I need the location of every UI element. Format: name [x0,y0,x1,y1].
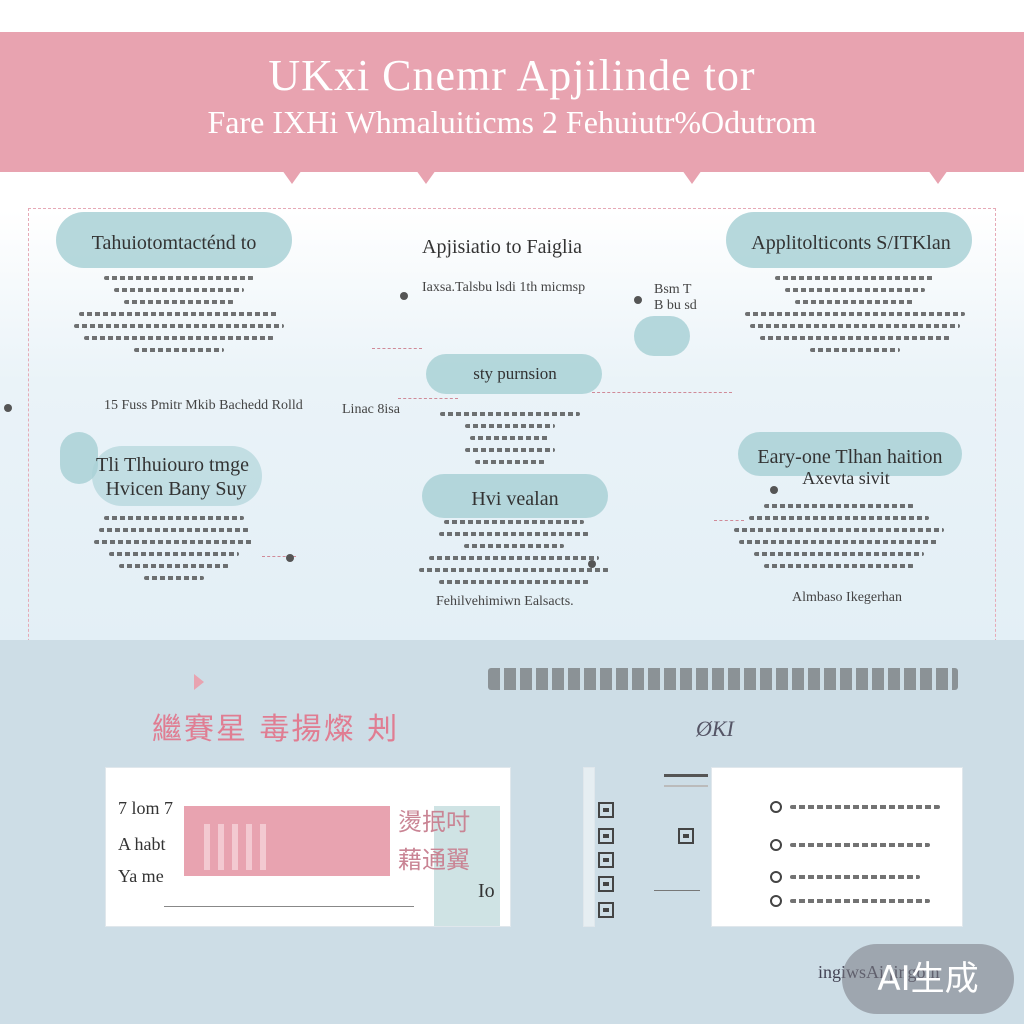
window-icon [598,828,614,844]
card-body-text [740,268,970,360]
card-title-blob [726,212,972,268]
map-marker [770,486,778,494]
map-caption: Linac 8isa [342,402,400,417]
header-pointer [682,170,702,184]
map-caption-small: Bsm T B bu sd [654,282,697,313]
panel-label: 7 lom 7 [118,798,174,818]
card-title: Apjisiatio to Faiglia [422,236,582,258]
header-banner [0,32,1024,172]
card-body-text [724,496,954,576]
cjk-overlay-text: 燙抿吋 [398,808,470,836]
panel-label: A habt [118,834,166,854]
map-marker [4,404,12,412]
overlay-label: Io [478,880,495,902]
header-pointer [416,170,436,184]
card-title: sty purnsion [473,364,557,383]
card-title-blob [56,212,292,268]
card-caption: Fehilvehimiwn Ealsacts. [436,594,574,609]
card-body-text [84,508,264,588]
bottom-label: ØKI [696,716,734,741]
card-title: Tahuiotomtacténd to [91,232,257,254]
bottom-title: 繼賽星 毒揚燦 刔 [152,712,400,747]
card-title: Hvi vealan [471,488,559,510]
connector-line [262,556,296,557]
window-icon [598,852,614,868]
window-icon [598,876,614,892]
card-title-blob [426,354,602,394]
teal-panel [434,806,500,926]
card-title: Tli Tlhuiouro tmge [96,454,249,476]
window-icon [598,902,614,918]
bottom-header-text [488,668,958,690]
map-marker [634,296,642,304]
cjk-overlay-text: 藉通翼 [398,846,470,874]
card-title: Applitolticonts S/ITKlan [751,232,951,254]
card-title: Eary-one Tlhan haition [757,446,943,468]
divider-strip [584,768,594,926]
connector-line [714,520,744,521]
card-subtitle: Axevta sivit [802,468,890,488]
connector-line [398,398,458,399]
card-caption: Iaxsa.Talsbu lsdi 1th micmsp [422,280,586,295]
map-marker [400,292,408,300]
map-marker [286,554,294,562]
pink-chart-block [184,806,390,876]
connector-line [592,392,732,393]
divider-line [654,890,700,891]
card-body-text [430,404,590,472]
card-title-blob [422,474,608,518]
window-icon [598,802,614,818]
page-subtitle: Fare IXHi Whmaluiticms 2 Fehuiutr%Odutro… [207,104,817,140]
card-title-blob [738,432,962,476]
map-caption: 15 Fuss Pmitr Mkib Bachedd Rolld [104,398,303,413]
map-blob [60,432,98,484]
panel-label: Ya me [118,866,164,886]
slider-line [164,906,414,907]
map-marker [588,560,596,568]
page-title: UKxi Cnemr Apjilinde tor [268,51,756,100]
card-title-blob [92,446,262,506]
card-subtitle: Hvicen Bany Suy [105,478,247,500]
arrow-right-icon [194,674,204,690]
map-blob [634,316,690,356]
connector-line [372,348,422,349]
map-caption: Almbaso Ikegerhan [792,590,903,605]
window-icon [678,828,694,844]
card-body-text [414,512,614,592]
ai-generated-badge: AI生成 [842,944,1014,1014]
header-pointer [928,170,948,184]
mini-bar-icon [664,774,708,787]
header-pointer [282,170,302,184]
card-body-text [64,268,294,360]
